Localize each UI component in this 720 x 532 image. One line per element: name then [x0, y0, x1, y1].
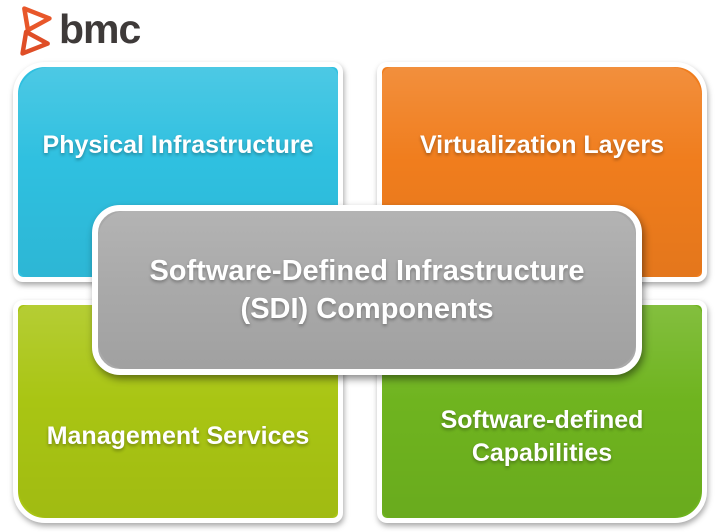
bmc-logo-text: bmc [59, 5, 141, 52]
quadrant-label-virtualization-layers: Virtualization Layers [419, 130, 665, 159]
quadrant-label-software-defined-capabilities: Software-defined Capabilities [440, 406, 644, 467]
bmc-chevrons-icon [18, 5, 54, 57]
quadrant-label-management-services: Management Services [46, 422, 310, 451]
center-title-line1: Software-Defined Infrastructure [149, 254, 585, 287]
center-title-box: Software-Defined Infrastructure (SDI) Co… [92, 205, 642, 375]
quadrant-label-physical-infrastructure: Physical Infrastructure [42, 130, 314, 159]
bmc-logo: bmc [18, 5, 141, 57]
center-title-line2: (SDI) Components [240, 293, 494, 325]
